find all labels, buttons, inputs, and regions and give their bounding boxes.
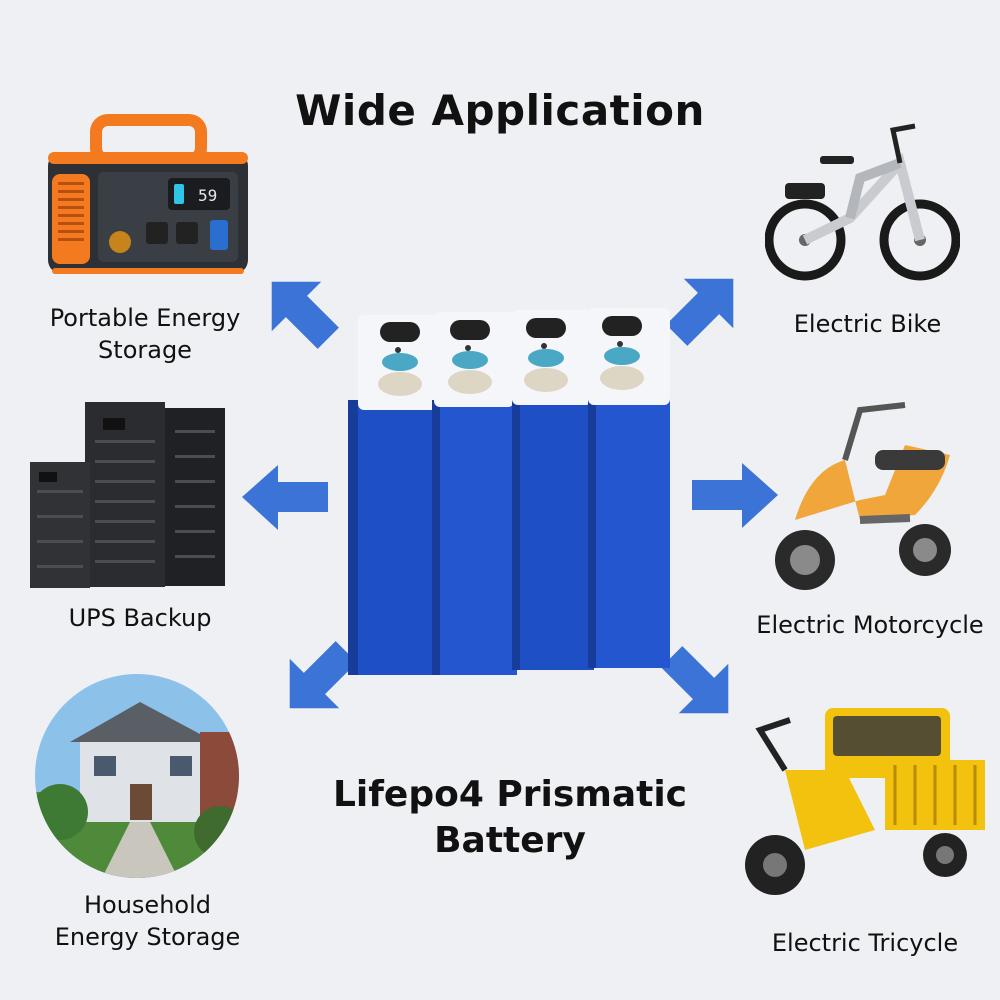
label-portable-energy-storage: Portable Energy Storage (49, 304, 241, 364)
label-household-energy-storage: Household Energy Storage (54, 891, 241, 951)
battery-cell (588, 308, 670, 668)
page-title: Wide Application (295, 86, 705, 135)
portable-power-station-image: 59 (48, 114, 248, 274)
electric-motorcycle-image (775, 402, 951, 590)
arrow-to-tricycle (661, 646, 729, 714)
arrow-to-ebike (666, 278, 734, 346)
battery-cell (432, 312, 517, 675)
ups-server-cabinets-image (30, 402, 225, 588)
arrow-to-motorcycle (692, 463, 778, 528)
battery-cell (348, 315, 443, 675)
battery-cell (512, 310, 594, 670)
label-electric-bike: Electric Bike (793, 310, 942, 338)
battery-title: Lifepo4 Prismatic Battery (332, 774, 688, 861)
label-electric-motorcycle: Electric Motorcycle (756, 611, 984, 639)
label-ups-backup: UPS Backup (68, 604, 212, 632)
electric-bike-image (765, 123, 960, 281)
electric-tricycle-image (745, 708, 985, 895)
household-house-image (35, 674, 239, 878)
arrow-to-household (289, 641, 357, 709)
arrow-to-ups (242, 465, 328, 530)
arrow-to-portable (271, 281, 339, 349)
lifepo4-battery-cells-image (348, 308, 670, 675)
label-electric-tricycle: Electric Tricycle (771, 929, 959, 957)
device-display-text: 59 (198, 186, 217, 205)
